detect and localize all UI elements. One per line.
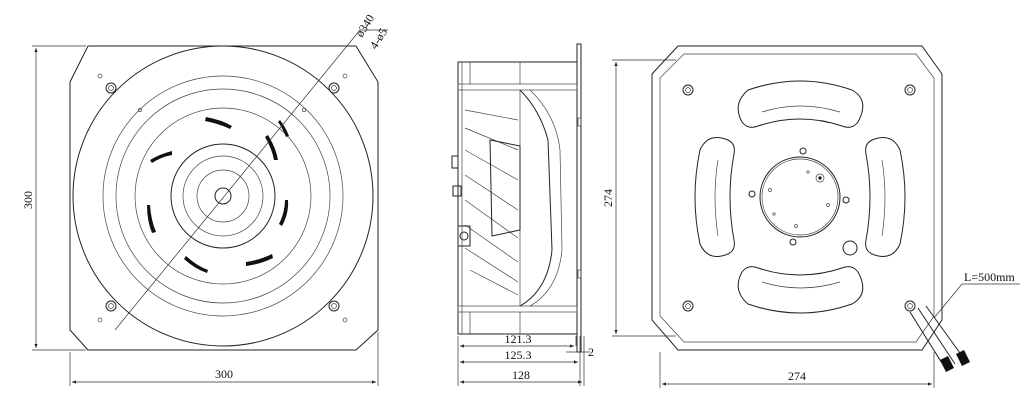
side-flange-plate bbox=[576, 43, 582, 353]
front-ring-3 bbox=[115, 88, 331, 304]
front-frame-outline bbox=[69, 45, 379, 351]
rear-cable bbox=[909, 305, 970, 372]
rear-view: L=500mm 274 274 bbox=[601, 45, 1020, 388]
side-dim-b-label: 125.3 bbox=[505, 348, 532, 362]
rear-corner-screws bbox=[682, 84, 916, 312]
rear-height-label: 274 bbox=[601, 189, 615, 207]
rear-motor-holes bbox=[748, 147, 858, 256]
front-hub-3 bbox=[196, 169, 250, 223]
front-width-label: 300 bbox=[215, 367, 233, 381]
front-ring-4 bbox=[134, 107, 312, 285]
front-ring-2 bbox=[102, 75, 344, 317]
side-depth-label: 128 bbox=[512, 368, 530, 382]
front-hub-center bbox=[214, 187, 232, 205]
side-dim-a-label: 121.3 bbox=[505, 332, 532, 346]
front-mounting-holes bbox=[97, 73, 348, 323]
rear-cable-label: L=500mm bbox=[964, 270, 1015, 284]
rear-motor-plate bbox=[759, 156, 841, 238]
side-housing bbox=[457, 61, 578, 335]
side-view: 121.3 125.3 2 128 bbox=[451, 43, 594, 386]
rear-openings bbox=[694, 80, 906, 314]
front-hub-2 bbox=[182, 155, 264, 237]
rear-frame-outline bbox=[651, 45, 943, 351]
side-flange-label: 2 bbox=[588, 345, 594, 359]
side-blade-lines bbox=[464, 109, 521, 296]
front-outer-ring bbox=[72, 45, 374, 347]
front-impeller-blades bbox=[147, 117, 289, 273]
rear-width-label: 274 bbox=[788, 369, 806, 383]
front-diameter-leader bbox=[114, 29, 361, 331]
front-view: ø340 4-ø5 300 300 bbox=[21, 12, 390, 386]
front-hub-outer bbox=[170, 143, 276, 249]
front-height-label: 300 bbox=[21, 191, 35, 209]
